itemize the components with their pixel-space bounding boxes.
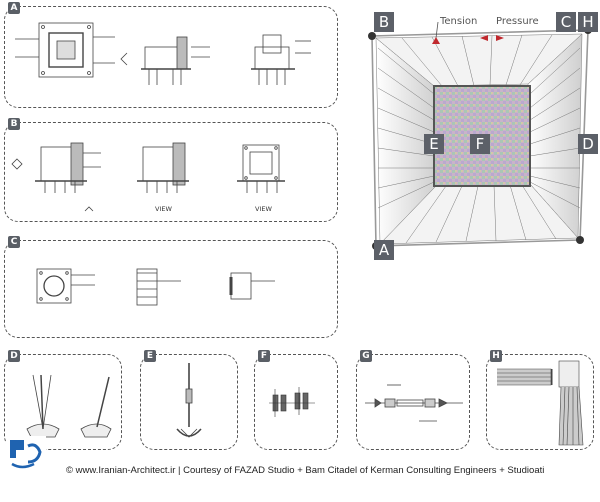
view-label-1: VIEW <box>155 205 172 213</box>
panel-tag-e: E <box>144 350 156 362</box>
model-label-h: H <box>578 12 598 32</box>
structure-model: Tension Pressure B C H E F D A <box>362 8 598 260</box>
panel-tag-d: D <box>8 350 20 362</box>
model-label-a: A <box>374 240 394 260</box>
detail-d-drawings <box>26 374 112 438</box>
detail-a-drawings <box>15 22 311 85</box>
tension-label: Tension <box>440 16 478 27</box>
panel-tag-a: A <box>8 2 20 14</box>
panel-tag-c: C <box>8 236 20 248</box>
detail-panel-h <box>486 354 594 450</box>
model-label-c: C <box>556 12 576 32</box>
detail-h-drawings <box>497 360 584 446</box>
detail-b-drawings <box>11 142 285 212</box>
model-drawing <box>368 21 592 250</box>
model-label-b: B <box>374 12 394 32</box>
detail-e-drawings <box>176 363 202 438</box>
model-label-f: F <box>470 134 490 154</box>
detail-f-drawings <box>269 387 315 417</box>
detail-panel-e <box>140 354 238 450</box>
panel-tag-b: B <box>8 118 20 130</box>
detail-panel-b: VIEW VIEW <box>4 122 338 222</box>
panel-tag-g: G <box>360 350 372 362</box>
detail-panel-d <box>4 354 122 450</box>
detail-g-drawings <box>365 384 463 422</box>
detail-panel-c <box>4 240 338 338</box>
pressure-label: Pressure <box>496 16 539 27</box>
panel-tag-h: H <box>490 350 502 362</box>
detail-c-drawings <box>36 268 275 306</box>
detail-panel-g <box>356 354 470 450</box>
view-label-2: VIEW <box>255 205 272 213</box>
footer-credits: © www.Iranian-Architect.ir | Courtesy of… <box>66 465 545 476</box>
model-label-d: D <box>578 134 598 154</box>
logo-icon <box>6 436 46 476</box>
panel-tag-f: F <box>258 350 270 362</box>
detail-panel-a <box>4 6 338 108</box>
model-label-e: E <box>424 134 444 154</box>
detail-panel-f <box>254 354 338 450</box>
